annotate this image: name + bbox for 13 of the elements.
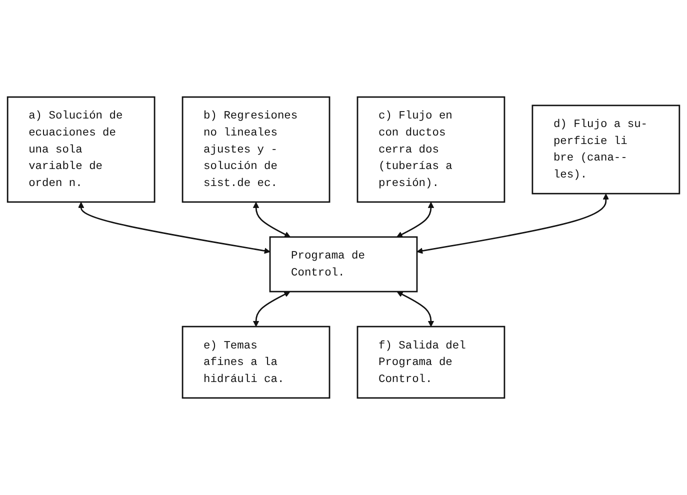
- arrow: [252, 202, 290, 238]
- node-box: [356, 326, 506, 399]
- node-box: [6, 96, 156, 203]
- node-box: [532, 104, 680, 194]
- node-box: [182, 96, 330, 203]
- node-box: [182, 326, 330, 399]
- node-box: [356, 96, 506, 203]
- arrow: [252, 291, 290, 327]
- arrow: [396, 202, 434, 238]
- node-box: [269, 236, 418, 292]
- arrow: [78, 202, 270, 254]
- arrow: [396, 291, 434, 327]
- arrow: [416, 194, 609, 254]
